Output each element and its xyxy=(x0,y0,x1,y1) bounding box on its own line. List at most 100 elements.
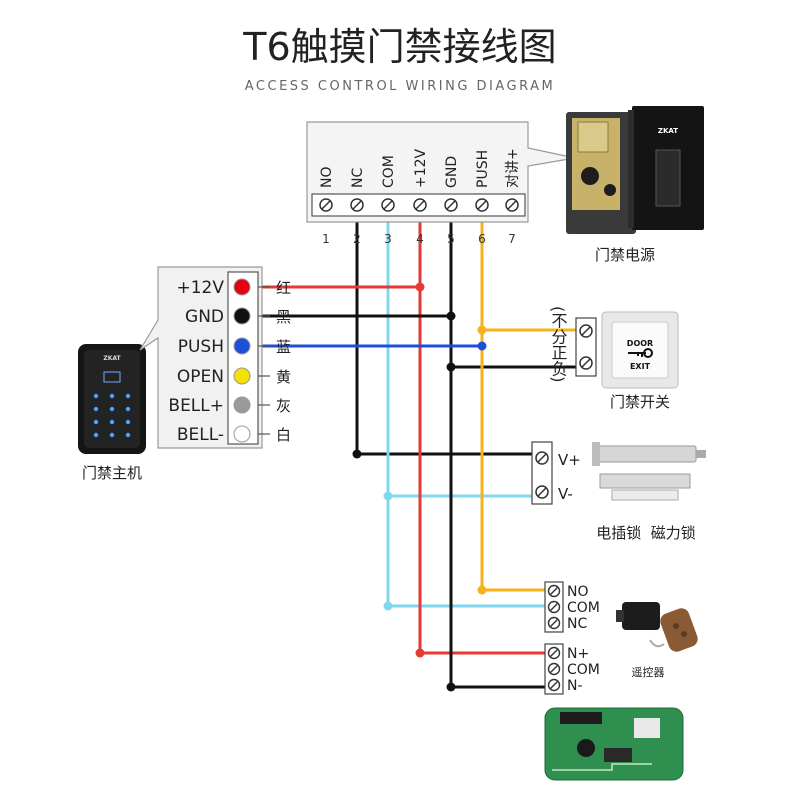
terminal-number: 5 xyxy=(447,232,455,246)
reader-pin-label: OPEN xyxy=(177,367,224,387)
lock-group: V+ V- 电插锁 磁力锁 xyxy=(531,441,706,542)
reader-key xyxy=(109,406,115,412)
screw-slot xyxy=(537,453,547,463)
screw-slot xyxy=(507,200,517,210)
reader-key xyxy=(93,432,99,438)
junction-dot xyxy=(352,449,362,459)
power-supply-capacitor xyxy=(604,184,616,196)
remote-fob-button xyxy=(681,631,687,637)
reader-pin-color-name: 黑 xyxy=(276,308,291,326)
reader-pin-dot xyxy=(233,396,251,414)
reader-pin-color-name: 蓝 xyxy=(276,338,291,356)
reader-key xyxy=(109,393,115,399)
exit-button-group: (不分正负) DOOR EXIT 门禁开关 xyxy=(549,306,679,411)
junctions xyxy=(352,282,487,692)
mag-lock-body xyxy=(599,473,691,489)
bolt-lock-bolt xyxy=(696,450,706,458)
reader-pin-color-name: 灰 xyxy=(276,397,291,415)
lock-caption: 电插锁 磁力锁 xyxy=(596,524,696,542)
reader-pin-dot xyxy=(233,425,251,443)
remote-relay-no: NO xyxy=(567,584,589,600)
remote-power-com: COM xyxy=(567,662,600,678)
remote-pcb-chip xyxy=(604,748,632,762)
reader-pin-color-name: 红 xyxy=(276,279,291,297)
wire-nc-lock-v-plus xyxy=(355,215,535,456)
power-supply-caption: 门禁电源 xyxy=(595,246,655,264)
remote-receiver-box xyxy=(622,602,660,630)
screw-slot xyxy=(549,618,559,628)
remote-fob-ring xyxy=(649,639,665,648)
reader-key xyxy=(109,432,115,438)
power-supply-label-plate xyxy=(655,149,681,207)
remote-caption: 遥控器 xyxy=(632,665,665,679)
power-supply-brand: ZKAT xyxy=(658,127,678,135)
power-supply: ZKAT 门禁电源 xyxy=(566,106,704,264)
remote-pcb-relay xyxy=(634,718,660,738)
exit-button-press xyxy=(611,321,669,379)
reader-key xyxy=(93,406,99,412)
screw-slot xyxy=(446,200,456,210)
reader-pin-dot xyxy=(233,278,251,296)
remote-pcb-capacitor xyxy=(577,739,595,757)
reader-key xyxy=(125,419,131,425)
reader-caption: 门禁主机 xyxy=(82,464,142,482)
reader-pin-strip xyxy=(227,271,259,445)
reader-key xyxy=(125,432,131,438)
remote-relay-com: COM xyxy=(567,600,600,616)
screw-slot xyxy=(352,200,362,210)
junction-dot xyxy=(477,341,487,351)
reader-pin-label: PUSH xyxy=(178,337,224,357)
junction-dot xyxy=(383,601,393,611)
mag-lock-plate xyxy=(611,489,679,501)
screw-slot xyxy=(415,200,425,210)
junction-dot xyxy=(383,491,393,501)
screw-slot xyxy=(581,358,591,368)
power-supply-capacitor xyxy=(581,167,599,185)
reader-pin-label: GND xyxy=(185,307,224,327)
junction-dot xyxy=(415,282,425,292)
remote-relay-nc: NC xyxy=(567,616,587,632)
reader-face xyxy=(84,350,140,448)
terminal-label: 对讲+ xyxy=(505,148,521,188)
wire-push-remote-no xyxy=(480,215,545,592)
page-subtitle: ACCESS CONTROL WIRING DIAGRAM xyxy=(245,79,555,94)
reader-brand: ZKAT xyxy=(103,355,121,362)
reader-key xyxy=(125,393,131,399)
bolt-lock-plate xyxy=(592,442,600,466)
junction-dot xyxy=(446,362,456,372)
remote-power-n-plus: N+ xyxy=(567,646,589,662)
screw-slot xyxy=(549,602,559,612)
page-title: T6触摸门禁接线图 xyxy=(242,25,556,69)
terminal-number: 2 xyxy=(353,232,361,246)
reader-device: ZKAT 门禁主机 xyxy=(78,344,146,482)
junction-dot xyxy=(477,585,487,595)
reader-pin-dot xyxy=(233,337,251,355)
reader-pin-label: BELL+ xyxy=(168,396,224,416)
wire-gnd-remote-n-minus xyxy=(449,215,545,689)
reader-card-icon xyxy=(103,371,121,383)
remote-fob xyxy=(660,608,698,652)
power-supply-transformer xyxy=(577,121,609,153)
screw-slot xyxy=(477,200,487,210)
lock-terminal-v-minus: V- xyxy=(558,485,573,503)
terminal-number: 4 xyxy=(416,232,424,246)
reader-key xyxy=(125,406,131,412)
reader-pin-dot xyxy=(233,367,251,385)
terminal-label: NO xyxy=(319,167,335,189)
terminal-number: 6 xyxy=(478,232,486,246)
terminal-label: GND xyxy=(444,156,460,188)
terminal-label: NC xyxy=(350,168,366,188)
terminal-number: 1 xyxy=(322,232,330,246)
exit-button-caption: 门禁开关 xyxy=(610,393,670,411)
exit-button-note: (不分正负) xyxy=(549,306,568,382)
remote-pcb-trace xyxy=(552,763,652,771)
screw-slot xyxy=(549,648,559,658)
reader-pin-color-name: 白 xyxy=(276,426,291,444)
bolt-lock-body xyxy=(597,445,697,463)
reader-pin-label: BELL- xyxy=(177,425,224,445)
reader-key xyxy=(109,419,115,425)
screw-slot xyxy=(321,200,331,210)
exit-button-plate-bottom: EXIT xyxy=(630,362,651,371)
